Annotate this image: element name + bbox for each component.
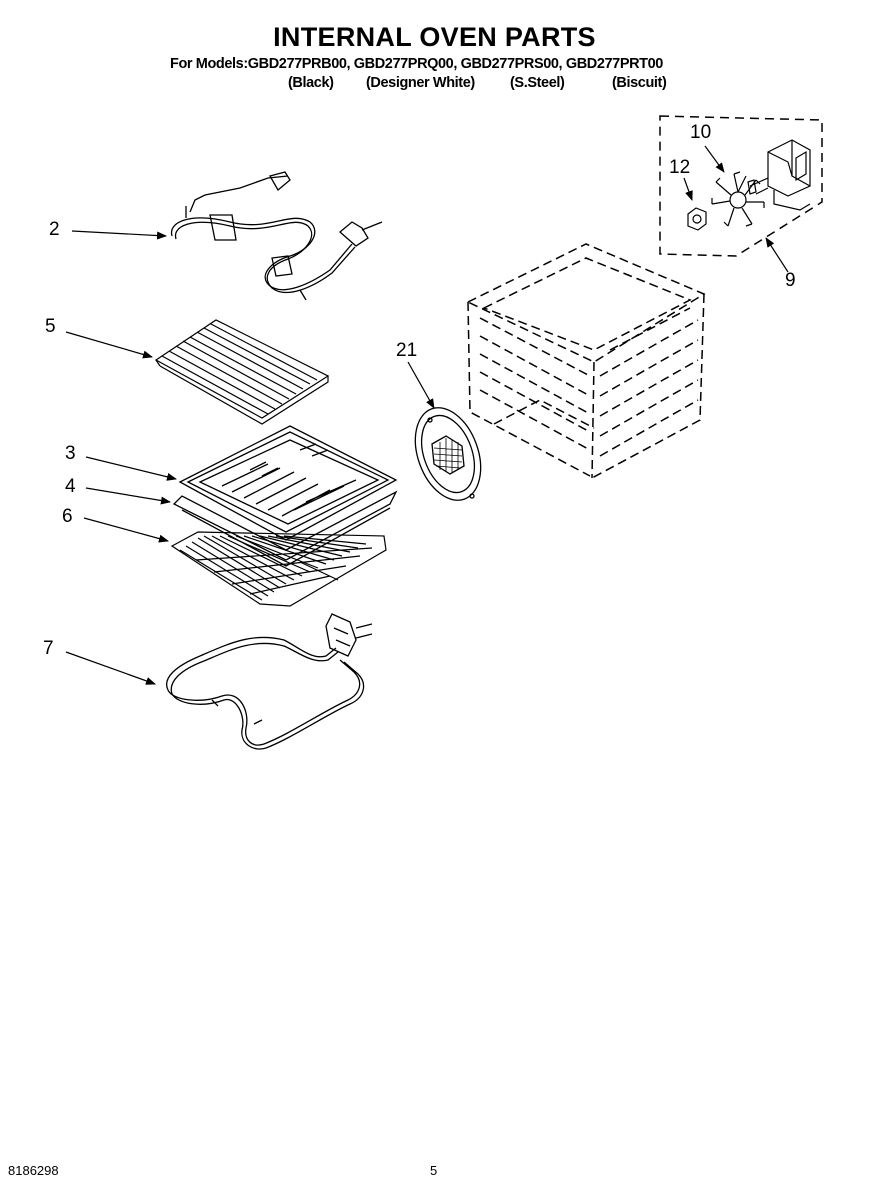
bake-element-drawing — [166, 613, 373, 750]
leader-10 — [704, 145, 725, 173]
doc-number: 8186298 — [8, 1163, 59, 1178]
leader-2 — [71, 230, 167, 240]
oven-cavity-drawing — [466, 243, 706, 479]
models-line: For Models:GBD277PRB00, GBD277PRQ00, GBD… — [170, 56, 663, 72]
page-title: INTERNAL OVEN PARTS — [273, 22, 596, 52]
callout-5: 5 — [45, 316, 56, 337]
leader-3 — [85, 456, 177, 481]
leader-4 — [85, 487, 171, 505]
fan-assembly-box — [659, 115, 823, 257]
callout-12: 12 — [669, 157, 691, 178]
leader-5 — [65, 331, 153, 359]
callout-2: 2 — [49, 219, 60, 240]
callout-4: 4 — [65, 476, 76, 497]
nut-drawing — [687, 207, 707, 231]
callout-7: 7 — [43, 638, 54, 659]
callout-21: 21 — [396, 340, 418, 361]
leader-9 — [765, 237, 789, 273]
leader-7 — [65, 651, 156, 685]
variant-designer-white: (Designer White) — [366, 75, 475, 91]
callout-10: 10 — [690, 122, 712, 143]
fan-cover-drawing — [414, 407, 482, 501]
fan-blade-drawing — [711, 171, 765, 227]
leader-21 — [407, 361, 435, 409]
callout-3: 3 — [65, 443, 76, 464]
roast-pan-drawing — [172, 490, 398, 567]
variant-black: (Black) — [288, 75, 334, 91]
fan-motor-drawing — [747, 139, 811, 211]
broil-pan-drawing — [178, 425, 398, 541]
oven-rack-drawing — [170, 531, 387, 607]
leader-lines — [65, 145, 789, 685]
page-number: 5 — [430, 1163, 438, 1178]
broil-element-drawing — [170, 171, 383, 301]
leader-6 — [83, 517, 169, 543]
variant-stainless: (S.Steel) — [510, 75, 565, 91]
broil-pan-insert-drawing — [154, 319, 330, 425]
leader-12 — [683, 177, 693, 201]
callout-9: 9 — [785, 270, 796, 291]
callout-6: 6 — [62, 506, 73, 527]
variant-biscuit: (Biscuit) — [612, 75, 667, 91]
